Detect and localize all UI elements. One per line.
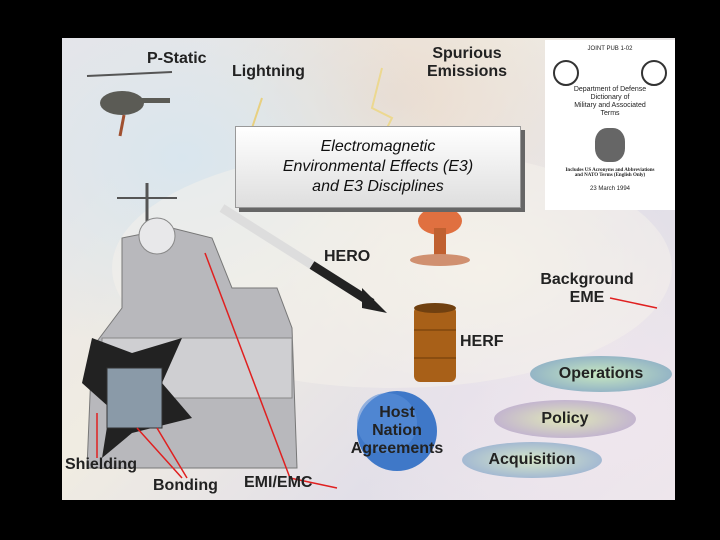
title-line-2: Environmental Effects (E3) xyxy=(282,158,474,175)
label-host-nation-agreements: Host Nation Agreements xyxy=(342,404,452,458)
label-lightning: Lightning xyxy=(232,63,305,80)
globe-image xyxy=(357,391,437,471)
ship-image xyxy=(82,183,298,469)
label-emi-emc: EMI/EMC xyxy=(244,474,313,491)
doc-note-2: and NATO Terms (English Only) xyxy=(574,173,646,178)
label-shielding: Shielding xyxy=(65,456,137,473)
label-hero: HERO xyxy=(324,248,371,265)
nuclear-explosion-image xyxy=(410,207,470,266)
title-box: Electromagnetic Environmental Effects (E… xyxy=(235,126,521,208)
pill-acquisition: Acquisition xyxy=(462,442,602,478)
label-eme: EME xyxy=(569,289,605,306)
label-agreements: Agreements xyxy=(350,440,444,457)
helicopter-image xyxy=(86,71,173,137)
leader-lines xyxy=(96,252,658,489)
title-line-3: and E3 Disciplines xyxy=(312,178,444,195)
slide: P-Static Lightning Spurious Emissions El… xyxy=(62,38,675,500)
label-herf: HERF xyxy=(460,333,504,350)
doc-note-1: Includes US Acronyms and Abbreviations xyxy=(565,168,655,173)
label-nation: Nation xyxy=(372,422,422,439)
doc-title-2: Dictionary of xyxy=(590,94,630,101)
pill-operations: Operations xyxy=(530,356,672,392)
label-spurious-emissions: Spurious Emissions xyxy=(422,45,512,81)
pill-policy: Policy xyxy=(494,400,636,438)
dod-seal-icon xyxy=(595,128,625,162)
doc-title-4: Terms xyxy=(600,110,620,117)
label-p-static: P-Static xyxy=(147,50,207,67)
missile-image xyxy=(219,204,387,313)
barrel-image xyxy=(414,303,456,382)
label-background: Background xyxy=(540,271,634,288)
label-host: Host xyxy=(379,404,415,421)
label-spurious: Spurious xyxy=(432,45,502,62)
label-background-eme: Background EME xyxy=(532,271,642,307)
label-emissions: Emissions xyxy=(426,63,508,80)
doc-date: 23 March 1994 xyxy=(589,186,631,192)
illustrations xyxy=(82,67,672,489)
doc-title-3: Military and Associated xyxy=(574,102,646,109)
seal-icon xyxy=(553,60,579,86)
doc-title-1: Department of Defense xyxy=(573,86,647,93)
label-bonding: Bonding xyxy=(153,477,218,494)
seal-icon xyxy=(641,60,667,86)
doc-header: JOINT PUB 1-02 xyxy=(587,46,633,52)
dod-dictionary-document: JOINT PUB 1-02 Department of Defense Dic… xyxy=(545,40,675,210)
title-line-1: Electromagnetic xyxy=(320,138,436,155)
